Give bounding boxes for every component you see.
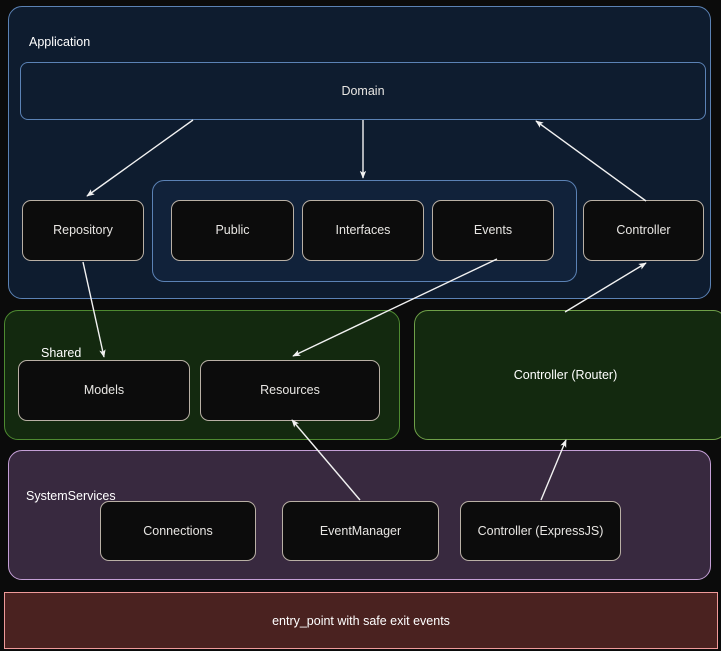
node-public-label: Public — [215, 223, 250, 237]
node-controller[interactable]: Controller — [583, 200, 704, 261]
node-connections-label: Connections — [143, 523, 213, 538]
container-system-services-label: SystemServices — [26, 489, 116, 503]
node-resources-label: Resources — [260, 383, 320, 397]
node-controller-expressjs[interactable]: Controller (ExpressJS) — [460, 501, 621, 561]
node-interfaces-label: Interfaces — [335, 223, 391, 237]
node-controller-label: Controller — [616, 223, 671, 237]
node-events[interactable]: Events — [432, 200, 554, 261]
node-domain[interactable]: Domain — [20, 62, 706, 120]
node-interfaces[interactable]: Interfaces — [302, 200, 424, 261]
node-controller-expressjs-label: Controller (ExpressJS) — [477, 523, 604, 538]
node-event-manager-label: EventManager — [319, 523, 402, 538]
node-models[interactable]: Models — [18, 360, 190, 421]
container-entry-point[interactable] — [4, 592, 718, 649]
node-repository[interactable]: Repository — [22, 200, 144, 261]
container-application-label: Application — [29, 35, 91, 49]
node-connections[interactable]: Connections — [100, 501, 256, 561]
node-events-label: Events — [473, 223, 513, 237]
node-resources[interactable]: Resources — [200, 360, 380, 421]
node-repository-label: Repository — [53, 223, 113, 237]
node-models-label: Models — [83, 383, 125, 397]
node-domain-label: Domain — [341, 83, 385, 98]
container-shared-label: Shared — [41, 346, 82, 360]
container-controller-router[interactable] — [414, 310, 721, 440]
node-event-manager[interactable]: EventManager — [282, 501, 439, 561]
node-public[interactable]: Public — [171, 200, 294, 261]
